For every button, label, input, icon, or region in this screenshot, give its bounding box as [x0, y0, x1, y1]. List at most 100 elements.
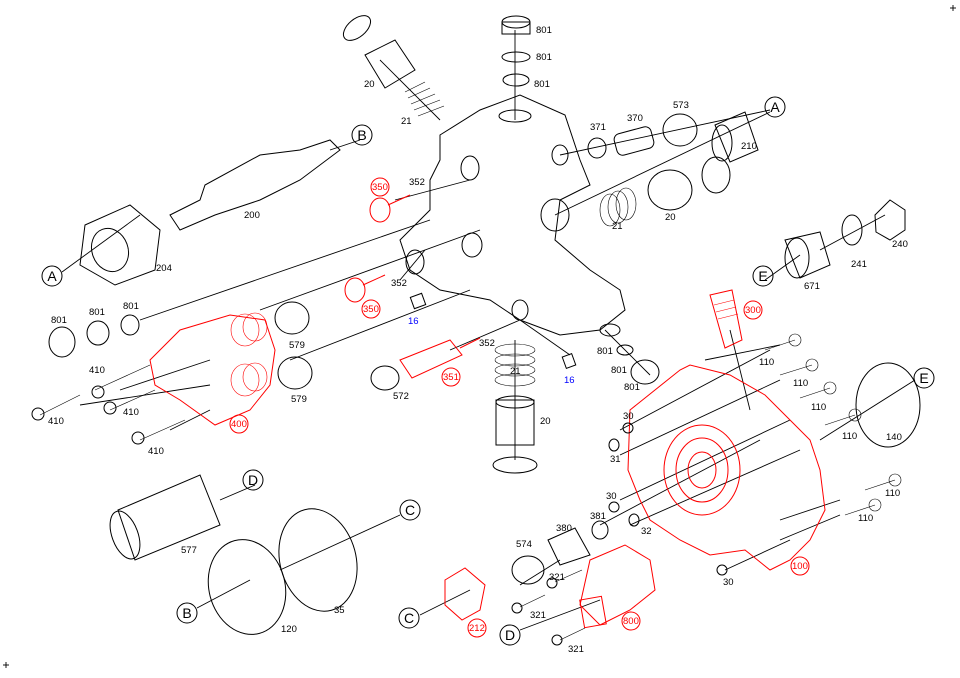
right-bolts — [764, 333, 902, 516]
seal-sleeves — [109, 474, 358, 635]
part-label: 380 — [556, 523, 572, 534]
part-label: 31 — [610, 454, 621, 465]
drive-shaft — [79, 139, 341, 286]
leader-lines — [61, 30, 916, 631]
part-label: 801 — [51, 315, 67, 326]
pump-body — [399, 94, 626, 336]
svg-text:C: C — [404, 610, 414, 626]
part-label: 801 — [597, 346, 613, 357]
part-label: 16 — [564, 375, 575, 386]
part-label: 16 — [408, 316, 419, 327]
front-housing — [627, 289, 826, 571]
callout-c-lower: C — [398, 607, 420, 629]
part-label: 410 — [123, 407, 139, 418]
part-label: 35 — [334, 605, 345, 616]
part-label: 110 — [885, 488, 900, 499]
part-label: 801 — [89, 307, 105, 318]
svg-text:B: B — [357, 127, 366, 143]
part-label: 110 — [842, 431, 857, 442]
svg-text:B: B — [182, 605, 191, 621]
part-label: 801 — [611, 365, 627, 376]
part-label: 381 — [590, 511, 606, 522]
part-label: 110 — [858, 513, 873, 524]
part-label: 579 — [289, 340, 305, 351]
part-label: 352 — [409, 177, 425, 188]
part-label: 200 — [244, 210, 260, 221]
plunger-assembly-top — [342, 15, 445, 117]
part-label: 801 — [536, 25, 552, 36]
part-label: 801 — [123, 301, 139, 312]
part-label: 801 — [536, 52, 552, 63]
part-label: 410 — [48, 416, 64, 427]
part-label: 574 — [516, 539, 532, 550]
part-label: 321 — [530, 610, 546, 621]
callout-e-right: E — [913, 367, 935, 389]
top-plug-parts — [501, 15, 531, 87]
svg-text:E: E — [758, 268, 767, 284]
svg-text:E: E — [919, 370, 928, 386]
part-label: 30 — [606, 491, 617, 502]
o-rings — [608, 422, 728, 576]
callout-a-left: A — [41, 265, 63, 287]
part-label: 352 — [479, 338, 495, 349]
part-label: 573 — [673, 100, 689, 111]
svg-text:C: C — [405, 502, 415, 518]
lower-plunger — [492, 323, 660, 474]
part-labels: 801 801 801 20 21 371 370 573 210 200 20… — [48, 25, 908, 655]
part-label: 30 — [723, 577, 734, 588]
part-label: 410 — [89, 365, 105, 376]
reference-callouts: A B A E E C D D C B — [41, 96, 935, 646]
right-upper-parts — [587, 111, 921, 448]
part-label: 21 — [401, 116, 412, 127]
part-label: 350 — [372, 182, 388, 193]
part-label: 351 — [443, 372, 459, 383]
callout-b-lower: B — [176, 602, 198, 624]
part-label: 321 — [549, 572, 565, 583]
svg-text:A: A — [770, 99, 780, 115]
part-label: 210 — [741, 141, 757, 152]
callout-d-left: D — [242, 469, 264, 491]
part-label: 120 — [281, 624, 297, 635]
callout-e-center: E — [752, 265, 774, 287]
svg-text:D: D — [248, 472, 258, 488]
part-label: 671 — [804, 281, 820, 292]
part-label: 20 — [665, 212, 676, 223]
part-label: 321 — [568, 644, 584, 655]
callout-c-left: C — [399, 499, 421, 521]
part-label: 110 — [811, 402, 826, 413]
callout-a-top: A — [764, 96, 786, 118]
assembly-label-rings — [229, 177, 810, 638]
part-label: 400 — [231, 419, 247, 430]
part-label: 800 — [623, 616, 639, 627]
svg-text:A: A — [47, 268, 57, 284]
part-label: 20 — [540, 416, 551, 427]
part-label: 352 — [391, 278, 407, 289]
part-label: 572 — [393, 391, 409, 402]
part-label: 577 — [181, 545, 197, 556]
part-label: 801 — [534, 79, 550, 90]
part-label: 579 — [291, 394, 307, 405]
callout-b-top: B — [351, 124, 373, 146]
part-label: 30 — [623, 411, 634, 422]
part-label: 410 — [148, 446, 164, 457]
part-label: 370 — [627, 113, 643, 124]
part-label: 110 — [759, 357, 774, 368]
registration-mark-icon — [3, 5, 956, 668]
callout-d-lower: D — [499, 624, 521, 646]
part-label: 371 — [590, 122, 606, 133]
part-label: 21 — [510, 366, 521, 377]
part-label: 21 — [612, 221, 623, 232]
part-label: 140 — [886, 432, 902, 443]
part-label: 20 — [364, 79, 375, 90]
part-label: 110 — [793, 378, 808, 389]
metering-unit-assembly — [444, 520, 656, 646]
part-label: 240 — [892, 239, 908, 250]
part-label: 100 — [792, 561, 808, 572]
red-valves — [344, 194, 577, 391]
part-label: 204 — [156, 263, 172, 274]
left-flange-assembly — [31, 301, 313, 445]
part-label: 300 — [745, 305, 761, 316]
part-label: 350 — [363, 304, 379, 315]
part-label: 212 — [469, 623, 485, 634]
